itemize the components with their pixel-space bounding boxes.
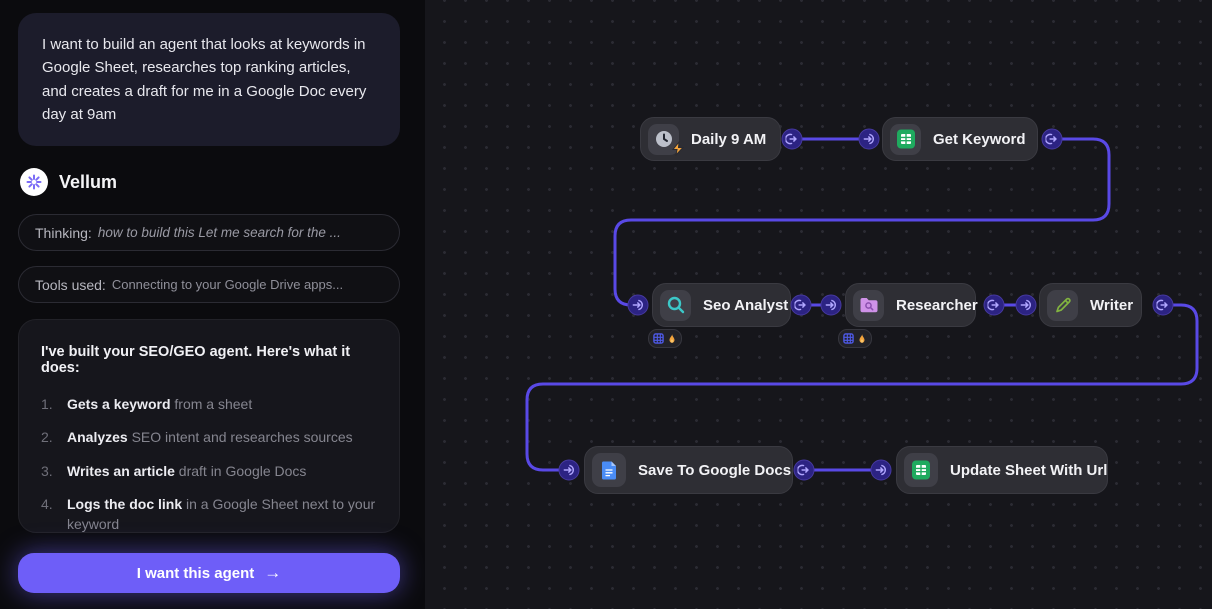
- tools-used-text: Connecting to your Google Drive apps...: [111, 277, 344, 292]
- step-text: Writes an article draft in Google Docs: [67, 461, 306, 481]
- node-label: Get Keyword: [933, 130, 1026, 148]
- step-rest-text: from a sheet: [170, 396, 253, 412]
- thinking-status-pill[interactable]: Thinking: how to build this Let me searc…: [18, 214, 400, 251]
- arrow-right-icon: →: [264, 563, 282, 582]
- port-input-update-sheet[interactable]: [870, 459, 892, 481]
- flame-icon: [669, 333, 675, 343]
- cta-label: I want this agent: [136, 564, 255, 582]
- thinking-label: Thinking:: [35, 224, 92, 241]
- node-daily-trigger[interactable]: Daily 9 AM: [640, 117, 781, 161]
- folder-search-icon: [853, 289, 884, 321]
- list-item: 3. Writes an article draft in Google Doc…: [41, 461, 377, 481]
- step-rest-text: SEO intent and researches sources: [127, 429, 353, 446]
- node-writer[interactable]: Writer: [1039, 283, 1142, 327]
- step-bold-text: Analyzes: [67, 429, 128, 446]
- clock-schedule-icon: [648, 123, 685, 157]
- step-text: Logs the doc link in a Google Sheet next…: [67, 494, 377, 535]
- agent-steps-list: 1. Gets a keyword from a sheet 2. Analyz…: [41, 394, 377, 534]
- assistant-brand-row: Vellum: [20, 168, 117, 196]
- user-message-bubble: I want to build an agent that looks at k…: [18, 13, 400, 146]
- step-number: 1.: [41, 396, 53, 412]
- step-bold-text: Logs the doc link: [67, 495, 183, 512]
- step-bold-text: Gets a keyword: [67, 396, 171, 412]
- lightning-bolt-icon: [671, 139, 685, 161]
- port-output-save-docs[interactable]: [793, 459, 815, 481]
- tools-used-label: Tools used:: [35, 276, 106, 293]
- port-input-writer[interactable]: [1015, 294, 1037, 316]
- node-update-sheet-with-url[interactable]: Update Sheet With Url: [896, 446, 1108, 494]
- researcher-capability-badge[interactable]: [838, 329, 872, 348]
- step-rest-text: draft in Google Docs: [174, 462, 307, 479]
- node-seo-analyst[interactable]: Seo Analyst: [652, 283, 791, 327]
- node-label: Save To Google Docs: [638, 461, 792, 479]
- list-item: 2. Analyzes SEO intent and researches so…: [41, 427, 377, 447]
- assistant-result-card: I've built your SEO/GEO agent. Here's wh…: [18, 319, 400, 533]
- node-get-keyword[interactable]: Get Keyword: [882, 117, 1038, 161]
- google-sheets-icon: [904, 453, 938, 487]
- google-docs-icon: [592, 453, 626, 487]
- step-rest-text: in a Google Sheet next to your keyword: [67, 495, 376, 533]
- tools-used-pill[interactable]: Tools used: Connecting to your Google Dr…: [18, 266, 400, 303]
- google-sheets-icon: [890, 123, 921, 155]
- step-text: Gets a keyword from a sheet: [67, 394, 252, 414]
- node-label: Seo Analyst: [703, 296, 789, 314]
- port-output-writer[interactable]: [1152, 294, 1174, 316]
- node-label: Update Sheet With Url: [950, 461, 1108, 479]
- node-researcher[interactable]: Researcher: [845, 283, 978, 327]
- list-item: 4. Logs the doc link in a Google Sheet n…: [41, 494, 377, 535]
- result-title: I've built your SEO/GEO agent. Here's wh…: [41, 344, 351, 376]
- node-label: Writer: [1090, 296, 1134, 314]
- port-output-seo-analyst[interactable]: [790, 294, 812, 316]
- thinking-text: how to build this Let me search for the …: [97, 225, 341, 240]
- i-want-this-agent-button[interactable]: I want this agent →: [18, 553, 400, 593]
- port-output-daily[interactable]: [781, 128, 803, 150]
- seo-analyst-capability-badge[interactable]: [648, 329, 682, 348]
- step-text: Analyzes SEO intent and researches sourc…: [67, 427, 353, 447]
- step-number: 2.: [41, 429, 53, 446]
- table-icon: [843, 333, 854, 344]
- workflow-canvas[interactable]: Daily 9 AM Get Keyword Seo Analyst: [425, 0, 1212, 609]
- port-output-researcher[interactable]: [983, 294, 1005, 316]
- port-input-get-keyword[interactable]: [858, 128, 880, 150]
- node-save-to-google-docs[interactable]: Save To Google Docs: [584, 446, 793, 494]
- brand-name: Vellum: [59, 171, 118, 192]
- table-icon: [653, 333, 664, 344]
- vellum-logo-icon: [20, 168, 48, 196]
- wire-writer-to-savedocs: [525, 303, 1199, 472]
- search-icon: [660, 289, 691, 321]
- user-message-text: I want to build an agent that looks at k…: [42, 36, 367, 123]
- step-bold-text: Writes an article: [67, 462, 175, 479]
- port-input-seo-analyst[interactable]: [627, 294, 649, 316]
- chat-sidebar: I want to build an agent that looks at k…: [0, 0, 425, 609]
- step-number: 4.: [41, 495, 53, 512]
- port-input-save-docs[interactable]: [558, 459, 580, 481]
- list-item: 1. Gets a keyword from a sheet: [41, 394, 377, 414]
- wire-getkeyword-to-seo: [613, 137, 1111, 307]
- port-output-get-keyword[interactable]: [1041, 128, 1063, 150]
- step-number: 3.: [41, 462, 53, 479]
- pencil-icon: [1047, 289, 1078, 321]
- node-label: Daily 9 AM: [691, 130, 767, 148]
- port-input-researcher[interactable]: [820, 294, 842, 316]
- node-label: Researcher: [896, 296, 978, 314]
- flame-icon: [859, 333, 865, 343]
